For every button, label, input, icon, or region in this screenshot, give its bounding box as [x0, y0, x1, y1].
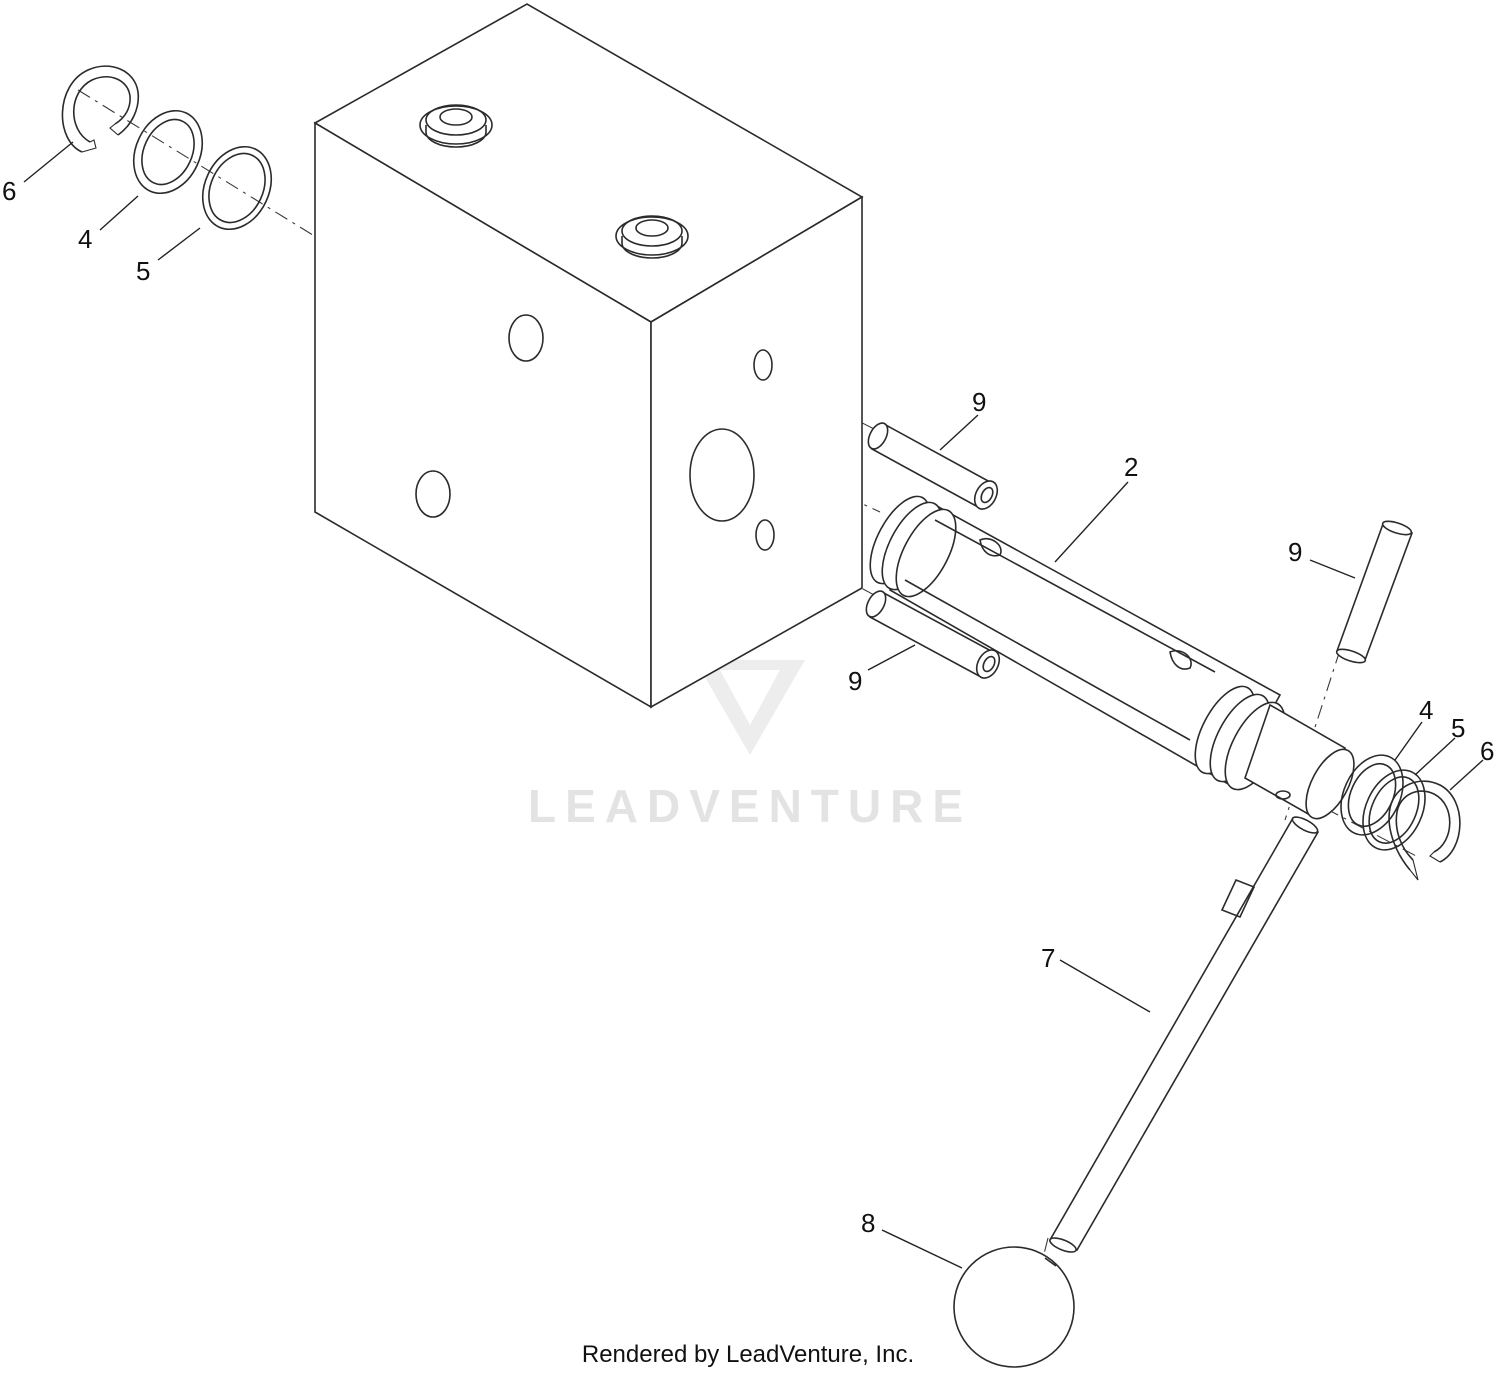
backup-washer-left: [132, 109, 204, 195]
callout-6-right: 6: [1480, 736, 1494, 766]
render-credit: Rendered by LeadVenture, Inc.: [582, 1341, 914, 1368]
callout-2: 2: [1124, 452, 1138, 482]
callout-4-right: 4: [1419, 695, 1433, 725]
callout-5-right: 5: [1451, 713, 1465, 743]
o-ring-seal-left: [201, 145, 273, 231]
roll-pin-upper: [867, 422, 999, 510]
handle-knob: [953, 1246, 1075, 1368]
callout-7: 7: [1041, 943, 1055, 973]
watermark-text: LEADVENTURE: [528, 780, 972, 832]
retaining-ring-left: [61, 65, 140, 153]
port-plug: [615, 215, 689, 259]
roll-pin-lower: [865, 590, 1001, 679]
callout-8: 8: [861, 1208, 875, 1238]
roll-pin-vertical: [1335, 520, 1414, 664]
port-plug: [419, 104, 493, 148]
callout-9-lower: 9: [848, 666, 862, 696]
valve-spool: [869, 495, 1355, 820]
valve-block: [313, 3, 864, 709]
callout-9-vertical: 9: [1288, 537, 1302, 567]
o-ring-seal-right: [1362, 769, 1426, 851]
retaining-ring-right: [1388, 780, 1461, 881]
callout-4-left: 4: [78, 224, 92, 254]
callout-6-left: 6: [2, 176, 16, 206]
callout-5-left: 5: [136, 256, 150, 286]
callout-9-upper: 9: [972, 387, 986, 417]
handle-rod: [1048, 816, 1320, 1253]
leader-lines: [23, 141, 1484, 1269]
